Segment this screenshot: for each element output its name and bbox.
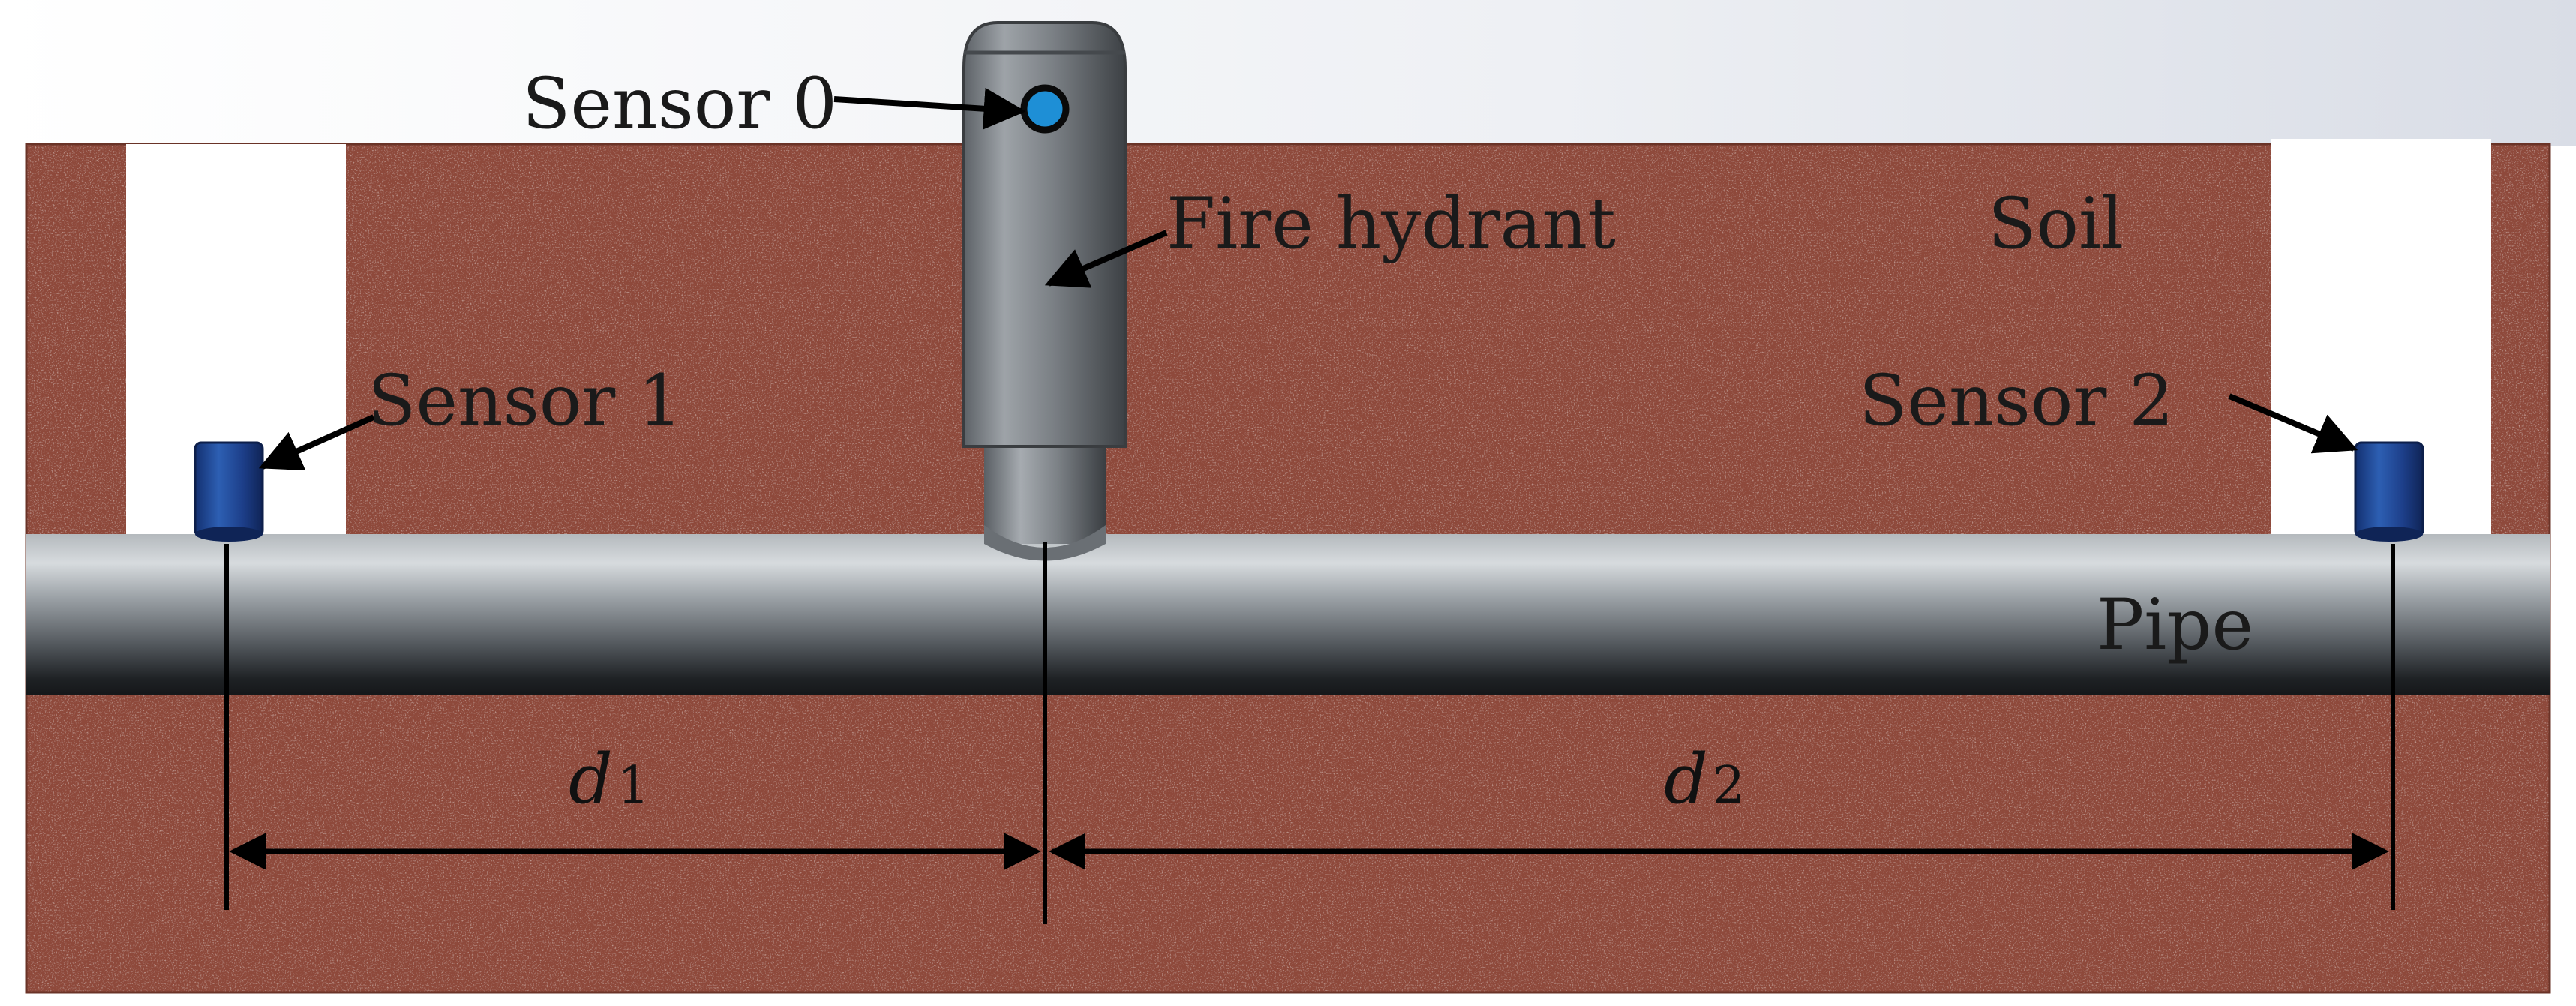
sensor-2-base [2355,527,2423,542]
d1-label: d1 [569,739,650,819]
soil-label: Soil [1988,183,2124,265]
sensor-1-leader-arrow [258,414,375,471]
pipe-label: Pipe [2097,584,2253,666]
fire-hydrant-label: Fire hydrant [1166,183,1616,265]
fire-hydrant-leader-arrow [1044,230,1168,288]
sensor-0-leader-arrow [833,87,1026,130]
sensor-1-base [195,527,263,542]
d2-label: d2 [1664,739,1745,819]
sensor-0-dot [1020,84,1070,134]
sensor-2 [2354,441,2424,542]
sensor-0-label: Sensor 0 [522,63,837,145]
hydrant-neck-base [984,525,1106,561]
sensor-1-body [194,441,264,538]
sensor-1 [194,441,264,542]
sensor-2-body [2354,441,2424,538]
hydrant-neck [984,443,1106,544]
sky-background [0,0,2576,146]
sensor-1-label: Sensor 1 [368,360,683,442]
sensor-2-label: Sensor 2 [1859,360,2174,442]
pipe [26,534,2550,695]
sensor-2-leader-arrow [2228,393,2358,454]
